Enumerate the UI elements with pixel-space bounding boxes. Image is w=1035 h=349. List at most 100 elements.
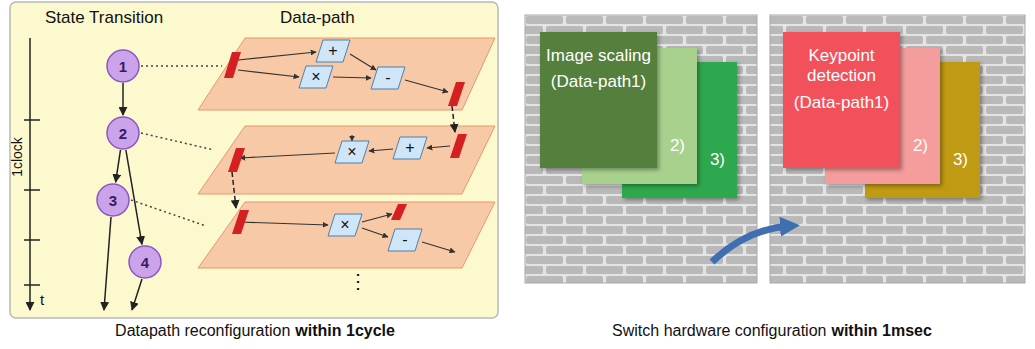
card-text: Keypoint detection bbox=[789, 46, 894, 87]
register bbox=[448, 82, 465, 106]
operator-symbol: - bbox=[402, 232, 407, 248]
operator-outline bbox=[371, 67, 405, 89]
operator-box: - bbox=[371, 67, 405, 89]
operator-box: × bbox=[299, 66, 333, 88]
datapath-wire bbox=[427, 146, 450, 148]
operator-symbol: + bbox=[405, 140, 414, 156]
circle-outline bbox=[107, 117, 139, 149]
time-axis bbox=[24, 239, 40, 241]
label-holder: Switch hardware configuration bbox=[612, 322, 826, 340]
transition-arrow bbox=[116, 150, 121, 182]
datapath-wire bbox=[362, 228, 388, 237]
operator-symbol: - bbox=[385, 70, 390, 86]
datapath-wire bbox=[369, 149, 393, 151]
label-holder: Datapath reconfiguration bbox=[115, 322, 290, 340]
datapath-wire bbox=[362, 214, 392, 222]
dotted-leader bbox=[141, 65, 222, 67]
operator-box: + bbox=[316, 40, 350, 62]
datapath-wire bbox=[240, 153, 335, 158]
config-card: Keypoint detection (Data-path1) bbox=[783, 32, 900, 168]
circle-outline bbox=[97, 184, 129, 216]
caption-text: within 1cycle bbox=[295, 322, 395, 340]
datapath-plane bbox=[198, 202, 495, 268]
datapath-wire bbox=[238, 52, 455, 252]
register bbox=[224, 52, 467, 234]
time-axis bbox=[29, 38, 31, 310]
operator-symbol: + bbox=[328, 43, 337, 59]
fpga-panel bbox=[525, 15, 757, 283]
caption-text: within 1msec bbox=[831, 322, 931, 340]
state-circle: 4 bbox=[128, 245, 162, 279]
exit-arrows bbox=[104, 217, 111, 310]
card-text: (Data-path1) bbox=[794, 93, 889, 113]
state-number: 4 bbox=[141, 254, 149, 271]
dashed-transfer bbox=[232, 172, 236, 208]
exit-arrows bbox=[132, 279, 142, 310]
state-number: 2 bbox=[119, 125, 127, 142]
datapath-wire bbox=[238, 70, 299, 77]
register bbox=[224, 52, 241, 78]
card-text: (Data-path1) bbox=[551, 72, 646, 92]
datapath-wire bbox=[333, 77, 371, 78]
operator-box: - bbox=[388, 229, 422, 251]
transition-arrow bbox=[122, 83, 124, 115]
dotted-leader bbox=[131, 200, 206, 226]
datapath-plane bbox=[198, 38, 495, 110]
register bbox=[232, 210, 249, 234]
label-holder: ⋮ bbox=[348, 270, 368, 292]
card-text: 3) bbox=[953, 150, 968, 170]
state-panel: State Transition Data-path 1 2 3 4 + × - × + × - bbox=[10, 2, 498, 318]
datapath-plane bbox=[198, 126, 495, 194]
datapath-wire bbox=[351, 135, 352, 141]
datapath-plane bbox=[198, 38, 495, 268]
register bbox=[391, 204, 407, 220]
operator-outline bbox=[328, 214, 362, 236]
operator-outline bbox=[335, 141, 369, 163]
switch-arrow bbox=[712, 226, 790, 262]
card-text: 3) bbox=[710, 150, 725, 170]
label-holder: within 1msec bbox=[831, 322, 931, 340]
state-circle: 2 bbox=[106, 116, 140, 150]
circle-outline bbox=[129, 246, 161, 278]
operator-outline bbox=[316, 40, 350, 62]
fpga-panel bbox=[770, 15, 1025, 283]
state-circle: 1 bbox=[106, 49, 140, 83]
datapath-wire bbox=[422, 242, 455, 252]
axis-label: 1clock bbox=[10, 137, 25, 177]
operator-box: × bbox=[335, 141, 369, 163]
datapath-wire bbox=[350, 54, 376, 70]
time-axis bbox=[24, 284, 40, 286]
switch-arrow bbox=[712, 226, 790, 262]
operator-symbol: × bbox=[311, 69, 320, 85]
dashed-transfer bbox=[452, 106, 455, 132]
time-axis bbox=[24, 38, 40, 310]
label-holder: t bbox=[40, 292, 44, 309]
register bbox=[228, 148, 245, 172]
panel-heading: State Transition bbox=[45, 8, 163, 28]
time-axis bbox=[24, 189, 40, 191]
datapath-wire bbox=[240, 222, 328, 225]
register bbox=[450, 134, 467, 158]
operator-outline bbox=[393, 137, 427, 159]
state-number: 3 bbox=[109, 192, 117, 209]
panel-ground bbox=[10, 2, 498, 318]
state-number: 1 bbox=[119, 58, 127, 75]
config-card: Image scaling (Data-path1) bbox=[540, 32, 657, 168]
operator-outline bbox=[388, 229, 422, 251]
annotation-label: t bbox=[40, 292, 44, 309]
time-axis bbox=[24, 119, 40, 121]
operator-symbol: × bbox=[347, 144, 356, 160]
fpga-panel bbox=[525, 15, 1025, 283]
datapath-wire bbox=[238, 52, 316, 60]
caption-text: Datapath reconfiguration bbox=[115, 322, 290, 340]
operator-symbol: × bbox=[340, 217, 349, 233]
dotted-leader bbox=[141, 133, 214, 150]
caption-line: Switch hardware configuration within 1mse… bbox=[612, 322, 932, 340]
dotted-leader bbox=[131, 66, 222, 226]
operator-box: × bbox=[328, 214, 362, 236]
card-text: Image scaling bbox=[546, 46, 651, 66]
caption-text: Switch hardware configuration bbox=[612, 322, 826, 340]
panel-heading: Data-path bbox=[280, 8, 355, 28]
label-holder: within 1cycle bbox=[295, 322, 395, 340]
